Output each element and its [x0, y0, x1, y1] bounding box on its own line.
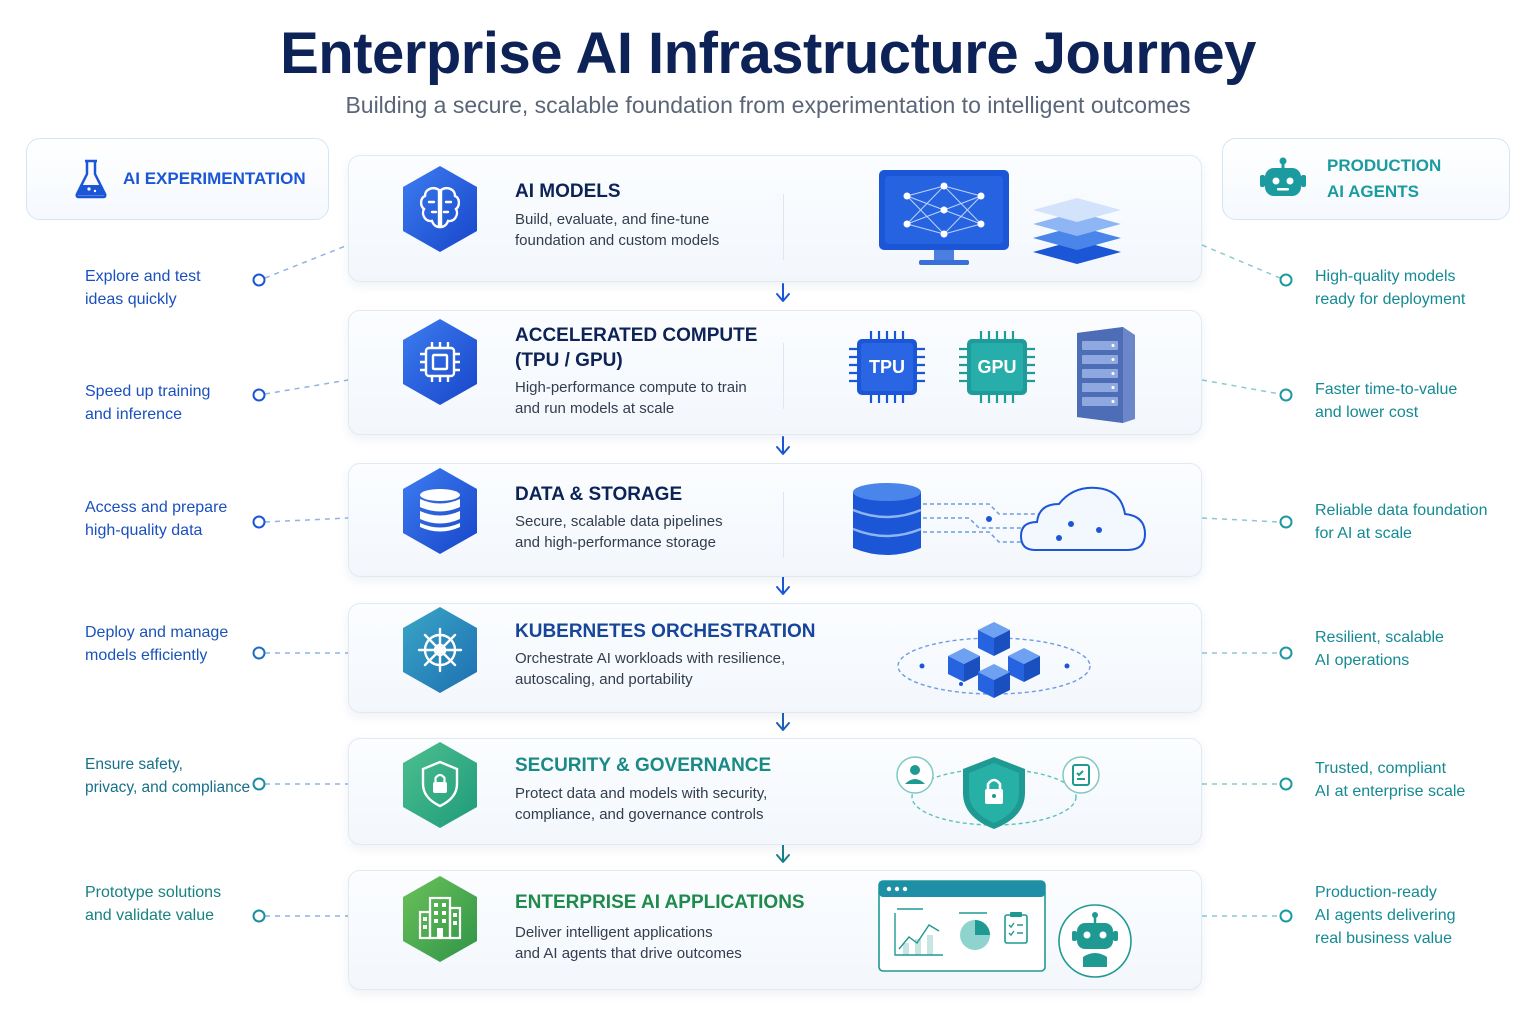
left-node: [252, 388, 266, 402]
left-note: Ensure safety,privacy, and compliance: [85, 756, 251, 796]
end-card-production-agents: PRODUCTION AI AGENTS: [1222, 138, 1510, 220]
right-node: [1279, 388, 1293, 402]
layer-enterprise-applications: ENTERPRISE AI APPLICATIONS Deliver intel…: [348, 870, 1202, 990]
down-arrow-icon: [776, 712, 790, 731]
layer-title: ENTERPRISE AI APPLICATIONS: [515, 892, 805, 913]
right-node: [1279, 273, 1293, 287]
data-pipeline-illustration: [852, 483, 1147, 555]
right-node-circles: [1279, 273, 1293, 923]
cloud-icon: [1019, 486, 1147, 551]
left-node: [252, 515, 266, 529]
security-illustration: [896, 756, 1100, 829]
storage-cylinder-icon: [852, 483, 922, 555]
layer-kubernetes-orchestration: KUBERNETES ORCHESTRATION Orchestrate AI …: [348, 603, 1202, 713]
layer-data-storage: DATA & STORAGE Secure, scalable data pip…: [348, 463, 1202, 577]
layer-description: Orchestrate AI workloads with resilience…: [515, 650, 786, 688]
left-node-circles: [252, 273, 266, 923]
layer-accelerated-compute: ACCELERATED COMPUTE (TPU / GPU) High-per…: [348, 310, 1202, 435]
layer-divider: [783, 194, 784, 260]
brain-icon: [403, 166, 477, 252]
cube-icon: [948, 622, 1040, 698]
layer-security-governance: SECURITY & GOVERNANCE Protect data and m…: [348, 738, 1202, 845]
compute-hardware-illustration: TPU GPU: [849, 327, 1135, 423]
down-arrow-icon: [776, 844, 790, 863]
building-icon: [403, 876, 477, 962]
layer-title: AI MODELS: [515, 181, 621, 202]
start-card-ai-experimentation: AI EXPERIMENTATION: [26, 138, 329, 220]
database-icon: [403, 468, 477, 554]
gpu-label: GPU: [977, 357, 1016, 377]
layer-title: ACCELERATED COMPUTE (TPU / GPU): [515, 325, 758, 371]
left-node: [252, 909, 266, 923]
server-rack-icon: [1077, 327, 1135, 423]
checklist-icon: [1062, 756, 1100, 794]
tpu-chip-icon: TPU: [849, 331, 925, 403]
neural-network-monitor-icon: [879, 170, 1121, 265]
left-node: [252, 273, 266, 287]
start-card-label: AI EXPERIMENTATION: [123, 169, 306, 188]
applications-illustration: [878, 880, 1132, 978]
right-node: [1279, 515, 1293, 529]
right-node: [1279, 909, 1293, 923]
layer-ai-models: AI MODELS Build, evaluate, and fine-tune…: [348, 155, 1202, 282]
layer-divider: [783, 492, 784, 558]
page-subtitle: Building a secure, scalable foundation f…: [345, 92, 1191, 118]
right-connectors: [1201, 244, 1281, 917]
chip-icon: [403, 319, 477, 405]
left-connectors: [264, 244, 349, 917]
gpu-chip-icon: GPU: [959, 331, 1035, 403]
flask-icon: [75, 159, 107, 199]
pie-chart-icon: [960, 920, 990, 950]
shield-lock-icon: [403, 742, 477, 828]
helm-wheel-icon: [403, 607, 477, 693]
container-cluster-illustration: [897, 622, 1091, 698]
left-node: [252, 777, 266, 791]
layer-divider: [783, 343, 784, 409]
right-node: [1279, 646, 1293, 660]
layers-stack-icon: [1033, 198, 1121, 264]
large-shield-icon: [963, 757, 1025, 829]
left-node: [252, 646, 266, 660]
layer-title: SECURITY & GOVERNANCE: [515, 755, 772, 776]
end-card-label: PRODUCTION AI AGENTS: [1327, 156, 1442, 201]
right-node: [1279, 777, 1293, 791]
user-icon: [896, 756, 934, 794]
page-title: Enterprise AI Infrastructure Journey: [280, 21, 1256, 86]
dashboard-window-icon: [878, 880, 1046, 972]
layer-description: Protect data and models with security,co…: [515, 785, 768, 823]
down-arrow-icon: [776, 436, 790, 455]
layer-title: KUBERNETES ORCHESTRATION: [515, 621, 816, 642]
ai-agent-robot-icon: [1058, 904, 1132, 978]
tpu-label: TPU: [869, 357, 905, 377]
layer-title: DATA & STORAGE: [515, 484, 683, 505]
down-arrow-icon: [776, 283, 790, 302]
clipboard-icon: [1004, 912, 1028, 944]
robot-icon: [1260, 157, 1306, 196]
down-arrow-icon: [776, 576, 790, 595]
